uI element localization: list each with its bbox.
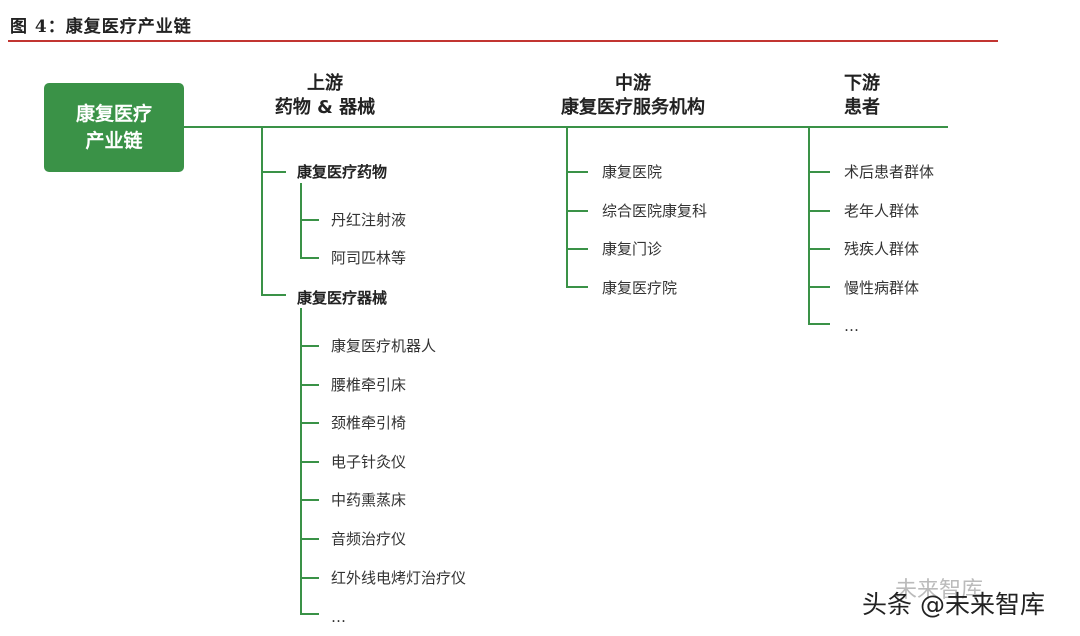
midstream-tick-2 <box>566 210 588 212</box>
downstream-tick-1 <box>808 171 830 173</box>
drugs-item: 阿司匹林等 <box>331 249 407 267</box>
devices-tick-4 <box>300 461 319 463</box>
devices-category-label: 康复医疗器械 <box>297 289 388 307</box>
midstream-header-subtitle: 康复医疗服务机构 <box>561 97 705 118</box>
downstream-item: 残疾人群体 <box>844 240 920 258</box>
upstream-header: 上游 药物 & 器械 <box>255 72 395 120</box>
downstream-header: 下游 患者 <box>820 72 904 120</box>
devices-item: 音频治疗仪 <box>331 530 407 548</box>
downstream-tick-3 <box>808 248 830 250</box>
root-label-line2: 产业链 <box>85 129 143 152</box>
downstream-header-title: 下游 <box>844 73 880 94</box>
watermark-faint: 未来智库 <box>895 578 984 603</box>
devices-item: 电子针灸仪 <box>331 453 407 471</box>
drugs-item: 丹红注射液 <box>331 211 407 229</box>
title-divider <box>8 40 998 42</box>
drugs-category-label: 康复医疗药物 <box>297 163 388 181</box>
downstream-tick-2 <box>808 210 830 212</box>
midstream-tick-4 <box>566 286 588 288</box>
midstream-item: 综合医院康复科 <box>602 202 708 220</box>
midstream-item: 康复医疗院 <box>602 279 678 297</box>
devices-tick-8 <box>300 613 319 615</box>
midstream-item: 康复医院 <box>602 163 663 181</box>
midstream-item: 康复门诊 <box>602 240 663 258</box>
downstream-trunk-line <box>808 127 810 325</box>
downstream-tick-5 <box>808 323 830 325</box>
drugs-tick-1 <box>300 219 319 221</box>
drugs-tick-2 <box>300 257 319 259</box>
midstream-trunk-line <box>566 127 568 288</box>
midstream-header: 中游 康复医疗服务机构 <box>548 72 718 120</box>
devices-tick-7 <box>300 577 319 579</box>
midstream-header-title: 中游 <box>615 73 651 94</box>
root-node: 康复医疗 产业链 <box>44 83 184 172</box>
figure-title: 图 4：康复医疗产业链 <box>10 17 192 37</box>
upstream-branch-drugs <box>261 171 286 173</box>
downstream-item: 慢性病群体 <box>844 279 920 297</box>
devices-tick-2 <box>300 384 319 386</box>
upstream-header-subtitle: 药物 & 器械 <box>274 97 376 118</box>
upstream-header-title: 上游 <box>307 73 343 94</box>
devices-tick-6 <box>300 538 319 540</box>
midstream-tick-1 <box>566 171 588 173</box>
upstream-branch-devices <box>261 294 286 296</box>
devices-item: 康复医疗机器人 <box>331 337 437 355</box>
devices-tick-3 <box>300 422 319 424</box>
drugs-trunk-line <box>300 183 302 259</box>
devices-tick-5 <box>300 499 319 501</box>
midstream-tick-3 <box>566 248 588 250</box>
watermark-text: 头条 @未来智库 <box>862 590 1045 619</box>
downstream-tick-4 <box>808 286 830 288</box>
devices-item: 红外线电烤灯治疗仪 <box>331 569 467 587</box>
watermark: 头条 @未来智库 <box>862 585 1045 621</box>
devices-item: 颈椎牵引椅 <box>331 414 407 432</box>
devices-item: … <box>331 608 346 626</box>
devices-tick-1 <box>300 345 319 347</box>
root-label-line1: 康复医疗 <box>75 102 152 125</box>
downstream-item: … <box>844 317 859 335</box>
downstream-item: 老年人群体 <box>844 202 920 220</box>
downstream-header-subtitle: 患者 <box>844 97 880 118</box>
devices-item: 中药熏蒸床 <box>331 491 407 509</box>
upstream-trunk-line <box>261 127 263 296</box>
devices-item: 腰椎牵引床 <box>331 376 407 394</box>
downstream-item: 术后患者群体 <box>844 163 935 181</box>
